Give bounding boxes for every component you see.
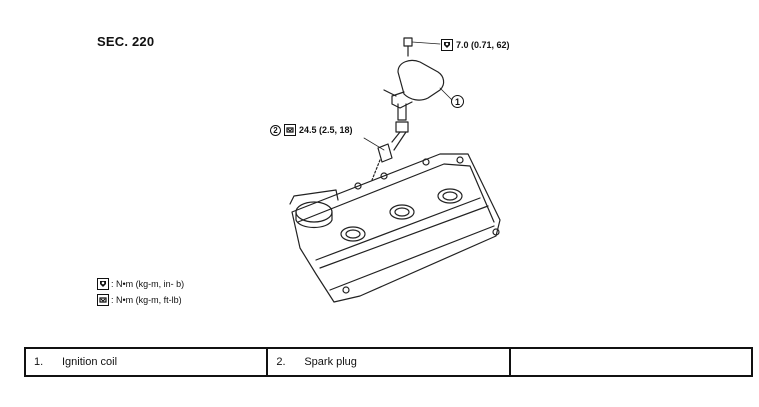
- part-cell-3: [508, 347, 754, 377]
- table-row: 1. Ignition coil 2. Spark plug: [23, 347, 754, 377]
- legend-item-ftlb: : N•m (kg-m, ft-lb): [97, 294, 182, 306]
- torque-wrench-nm-kgm-inlb-icon: [97, 278, 109, 290]
- torque-wrench-nm-kgm-inlb-icon: [441, 39, 453, 51]
- part-cell-1: 1. Ignition coil: [23, 347, 269, 377]
- legend-text-inlb: : N•m (kg-m, in- b): [111, 279, 185, 289]
- coil-bolt: [403, 37, 441, 57]
- part-label: Spark plug: [304, 356, 357, 368]
- ignition-coil: [383, 59, 453, 121]
- callout-2: 2: [270, 124, 281, 136]
- legend-text-ftlb: : N•m (kg-m, ft-lb): [111, 295, 182, 305]
- part-number: 1.: [34, 356, 44, 368]
- coil-bolt-torque-value: 7.0 (0.71, 62): [456, 40, 510, 50]
- spark-plug-torque-value: 24.5 (2.5, 18): [299, 125, 353, 135]
- spark-plug: [363, 121, 409, 181]
- section-label: SEC. 220: [97, 34, 155, 49]
- legend-item-inlb: : N•m (kg-m, in- b): [97, 278, 184, 290]
- spark-plug-torque-spec: 2 24.5 (2.5, 18): [270, 124, 353, 136]
- ignition-coil-assembly-diagram: [289, 37, 501, 303]
- torque-wrench-nm-kgm-ftlb-icon: [97, 294, 109, 306]
- callout-1: 1: [451, 95, 464, 108]
- torque-wrench-nm-kgm-ftlb-icon: [284, 124, 296, 136]
- rocker-cover: [289, 153, 501, 303]
- part-label: Ignition coil: [62, 356, 118, 368]
- part-cell-2: 2. Spark plug: [266, 347, 511, 377]
- coil-bolt-torque-spec: 7.0 (0.71, 62): [441, 39, 510, 51]
- parts-legend-table: 1. Ignition coil 2. Spark plug: [23, 347, 754, 377]
- part-number: 2.: [276, 356, 286, 368]
